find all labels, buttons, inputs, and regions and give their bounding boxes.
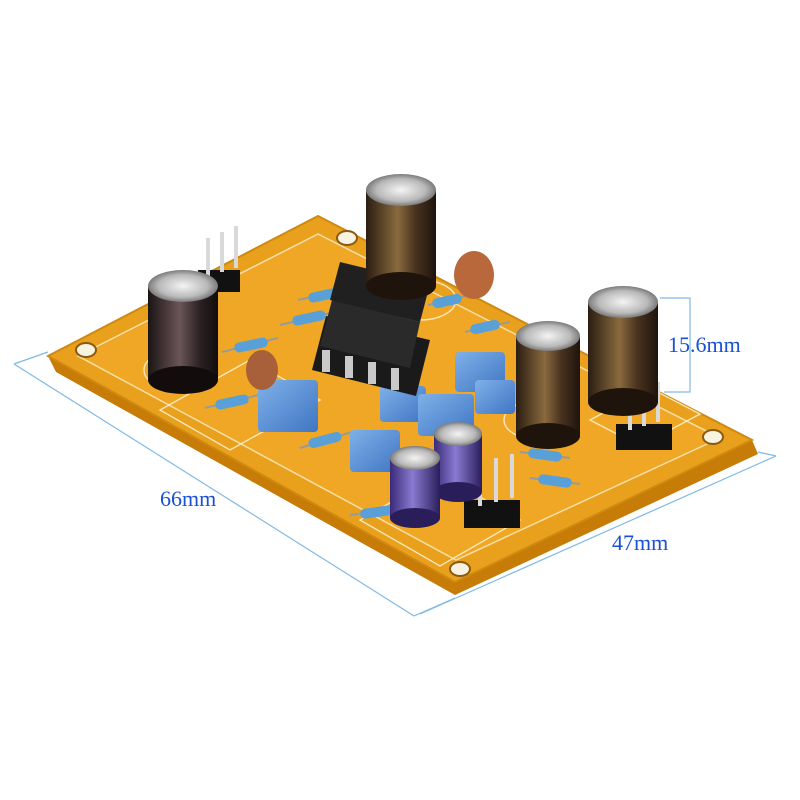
electrolytic-capacitor [366, 174, 436, 300]
dimension-tick [757, 451, 777, 457]
film-capacitor [350, 430, 400, 472]
purple-capacitors [390, 422, 482, 528]
film-capacitor [258, 380, 318, 432]
ceramic-capacitor [454, 251, 494, 299]
electrolytic-capacitor [148, 270, 218, 394]
mounting-hole [449, 561, 471, 577]
dimension-width-label: 47mm [612, 530, 669, 555]
resistor [464, 319, 511, 335]
resistor [299, 431, 353, 449]
dimension-line-width [419, 455, 777, 615]
capacitor-top [434, 422, 482, 446]
resistor [519, 448, 571, 462]
ceramic-capacitors [246, 251, 494, 390]
resistor [529, 474, 581, 488]
resistors [204, 287, 581, 519]
film-capacitors [258, 352, 515, 472]
dimension-length-label: 66mm [160, 486, 217, 511]
mounting-hole [336, 230, 358, 246]
resistor [427, 293, 471, 309]
resistor [221, 337, 279, 353]
capacitor-top [390, 446, 440, 470]
electrolytic-capacitor [588, 286, 658, 416]
mounting-hole [702, 429, 724, 445]
resistor [204, 394, 259, 410]
film-capacitor [475, 380, 515, 414]
dimension-line-length [13, 363, 415, 617]
dimension-lines [13, 297, 777, 617]
electrolytic-capacitors [148, 174, 658, 449]
pcb-edge [48, 356, 758, 595]
dimension-tick [13, 351, 49, 365]
electrolytic-capacitor [516, 321, 580, 449]
ceramic-capacitor [246, 350, 278, 390]
dimension-line-height [660, 297, 691, 393]
dimension-height-label: 15.6mm [668, 332, 741, 357]
mounting-hole [75, 342, 97, 358]
resistor [279, 310, 336, 326]
